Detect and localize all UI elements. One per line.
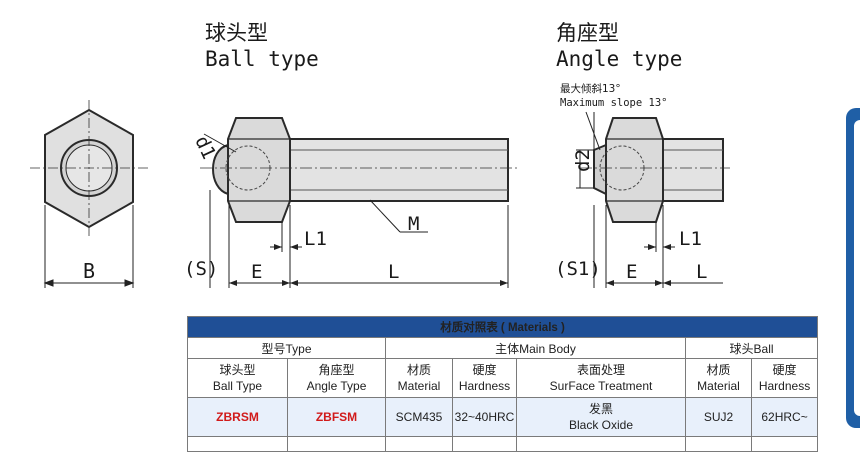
cell-ball-hardness: 62HRC~ — [750, 397, 819, 437]
label-L1: L1 — [304, 228, 327, 250]
label-L-angle: L — [696, 261, 707, 283]
angle-type-title-en: Angle type — [556, 47, 683, 71]
ball-dimension-lines — [209, 190, 509, 288]
group-ball: 球头Ball — [684, 337, 819, 359]
ball-type-title-en: Ball type — [205, 47, 319, 71]
angle-bolt-side-view — [593, 117, 724, 223]
ball-bolt-side-view — [212, 117, 509, 223]
hex-centerlines — [30, 100, 150, 236]
cell-ball-material: SUJ2 — [685, 397, 752, 437]
angle-type-heading: 角座型 Angle type — [556, 20, 682, 72]
cell-ball-type-code: ZBRSM — [187, 397, 288, 437]
M-leader — [369, 199, 401, 233]
label-L1-angle: L1 — [679, 228, 702, 250]
label-L: L — [388, 261, 399, 283]
slope-label-cn: 最大倾斜13° — [560, 82, 621, 95]
label-E-angle: E — [626, 261, 637, 283]
ball-dimension-arrows — [229, 244, 508, 286]
label-M: M — [408, 213, 419, 235]
label-E: E — [251, 261, 262, 283]
group-main-body: 主体Main Body — [385, 337, 686, 359]
materials-table-caption: 材质对照表 ( Materials ) — [186, 316, 819, 338]
cell-hardness: 32~40HRC — [452, 397, 517, 437]
ball-type-heading: 球头型 Ball type — [205, 20, 319, 72]
materials-table: 材质对照表 ( Materials ) 型号Type 主体Main Body 球… — [186, 316, 819, 452]
d1-leader — [203, 133, 237, 153]
angle-dimension-arrows — [606, 244, 671, 286]
slope-label-en: Maximum slope 13° — [560, 97, 667, 109]
label-S1: (S1) — [555, 258, 601, 280]
ball-type-title-cn: 球头型 — [205, 21, 268, 45]
accent-bar-inner — [854, 120, 860, 416]
group-type: 型号Type — [187, 337, 386, 359]
table-row-partial — [187, 436, 819, 452]
technical-drawing: B d1 M (S) E L L1 — [30, 82, 730, 288]
cell-material: SCM435 — [385, 397, 453, 437]
label-S: (S) — [184, 258, 218, 280]
angle-type-title-cn: 角座型 — [556, 21, 619, 45]
label-d2: d2 — [572, 149, 594, 172]
angle-dimension-lines — [593, 205, 723, 288]
slope-indicator — [576, 111, 601, 189]
cell-angle-type-code: ZBFSM — [287, 397, 386, 437]
dim-B — [43, 205, 135, 288]
label-B: B — [83, 259, 95, 283]
